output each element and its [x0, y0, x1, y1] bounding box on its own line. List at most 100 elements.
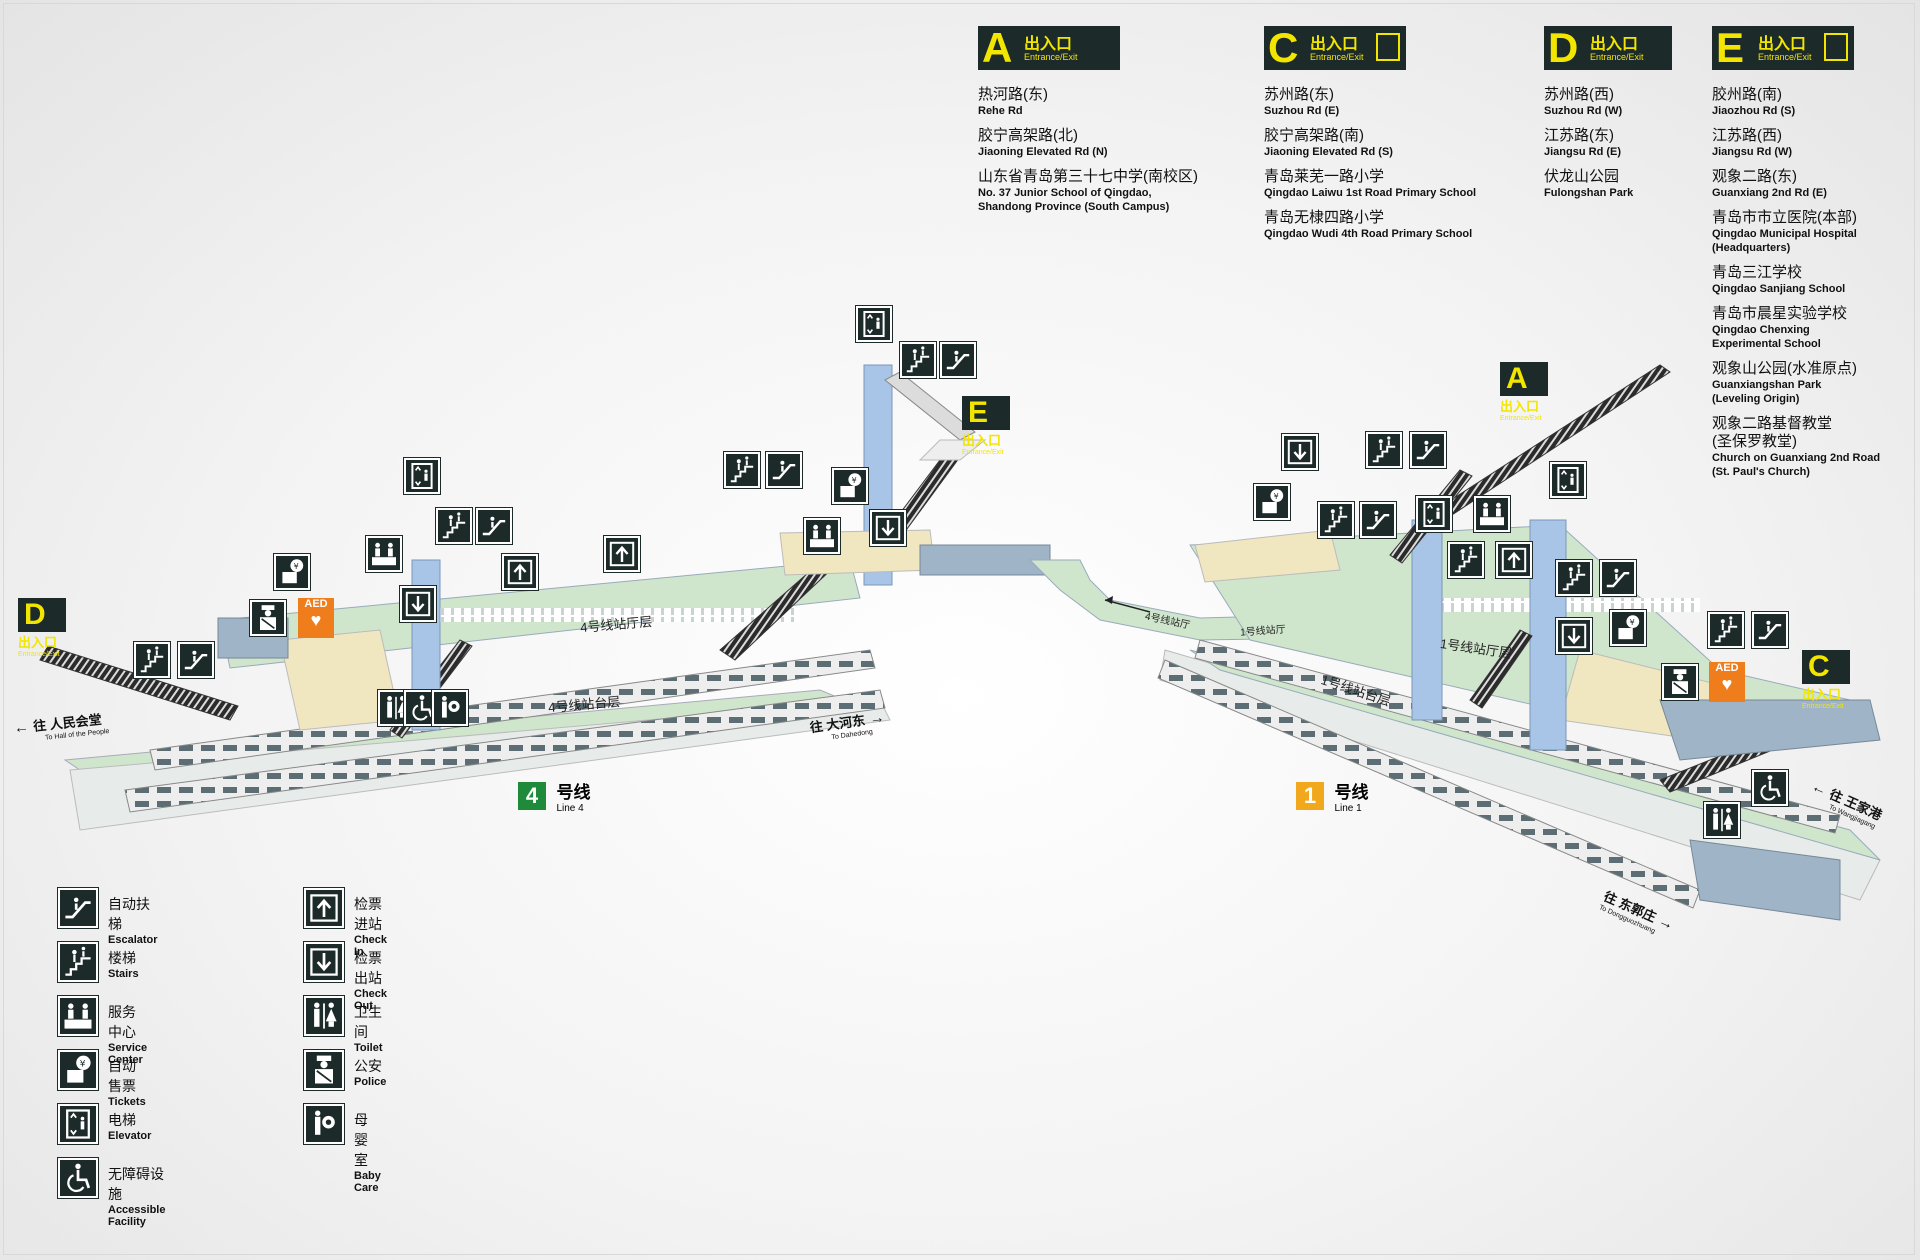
escalator-icon	[1410, 432, 1446, 468]
svg-text:¥: ¥	[80, 1059, 86, 1069]
destination-name-en: Suzhou Rd (W)	[1544, 105, 1623, 117]
line1-name-en: Line 1	[1334, 803, 1362, 814]
destination-name-en: Rehe Rd	[978, 105, 1023, 117]
line1-elevator-shaft-left	[1411, 519, 1443, 721]
aed-marker-line1: AED♥	[1709, 662, 1745, 702]
svg-text:¥: ¥	[852, 476, 857, 485]
legend-label-en: Baby Care	[354, 1170, 381, 1194]
destination-name: 胶宁高架路(南)	[1264, 127, 1364, 144]
exit-label-en: Entrance/Exit	[962, 449, 1004, 456]
e-exit-landing	[918, 439, 987, 461]
line4-d-exit-escalator	[39, 645, 239, 721]
line1-name: 号线	[1334, 783, 1369, 802]
line1-number: 1	[1296, 782, 1324, 810]
stairs-icon	[436, 508, 472, 544]
exit-label: 出入口	[1024, 36, 1073, 53]
elevator-icon	[404, 458, 440, 494]
service-center-icon	[1474, 496, 1510, 532]
stairs-icon	[724, 452, 760, 488]
transfer-to-1-label: 1号线站厅	[1239, 624, 1287, 639]
elevator-icon	[1550, 462, 1586, 498]
exit-label-en: Entrance/Exit	[1500, 415, 1542, 422]
destination-name: 青岛三江学校	[1712, 264, 1803, 281]
exit-letter: C	[1808, 650, 1830, 683]
escalator-icon	[940, 342, 976, 378]
heart-icon: ♥	[310, 610, 322, 630]
tickets-icon: ¥	[832, 468, 868, 504]
destination-item: 胶宁高架路(南)Jiaoning Elevated Rd (S)	[1264, 127, 1524, 159]
line4-train-lower	[124, 689, 886, 813]
check-in-icon	[304, 888, 344, 928]
destination-name: 苏州路(西)	[1544, 86, 1614, 103]
elevator-icon	[856, 306, 892, 342]
tickets-icon: ¥	[1610, 610, 1646, 646]
destination-name-en: Fulongshan Park	[1544, 187, 1634, 199]
legend-label: 电梯	[108, 1112, 136, 1128]
transfer-arrow-left	[1104, 599, 1151, 613]
exit-label: 出入口	[962, 433, 1002, 448]
service-center-icon	[804, 518, 840, 554]
accessible-icon	[1752, 770, 1788, 806]
map-exit-e-tag: E 出入口 Entrance/Exit	[962, 396, 1010, 456]
aed-marker-line4: AED♥	[298, 598, 334, 638]
exit-e-destinations: 胶州路(南)Jiaozhou Rd (S)江苏路(西)Jiangsu Rd (W…	[1712, 86, 1920, 488]
check-in-icon	[502, 554, 538, 590]
exit-label-en: Entrance/Exit	[1310, 52, 1364, 62]
map-frame	[3, 3, 1915, 1255]
stairs-icon	[1318, 502, 1354, 538]
aed-label: AED	[304, 598, 328, 610]
tickets-icon: ¥	[274, 554, 310, 590]
legend-label-en: Elevator	[108, 1130, 152, 1142]
destination-name-en: No. 37 Junior School of Qingdao, Shandon…	[978, 187, 1170, 213]
destination-name: 青岛莱芜一路小学	[1264, 168, 1385, 185]
destination-name-en: Qingdao Sanjiang School	[1712, 283, 1846, 295]
destination-name: 山东省青岛第三十七中学(南校区)	[978, 168, 1198, 185]
tickets-icon: ¥	[58, 1050, 98, 1090]
exit-label: 出入口	[1310, 36, 1359, 53]
check-out-icon	[400, 586, 436, 622]
baby-care-icon	[304, 1104, 344, 1144]
destination-name-en: Jiaoning Elevated Rd (N)	[978, 146, 1108, 158]
escalator-icon	[476, 508, 512, 544]
exit-letter: D	[1548, 24, 1579, 71]
direction-arrow-left-icon: ←	[13, 718, 30, 737]
stairs-icon	[134, 642, 170, 678]
exit-letter: E	[1716, 24, 1745, 71]
exit-label: 出入口	[1500, 399, 1540, 414]
exit-label-en: Entrance/Exit	[1024, 52, 1078, 62]
elevator-icon	[58, 1104, 98, 1144]
svg-text:¥: ¥	[1274, 492, 1279, 501]
police-icon	[1662, 664, 1698, 700]
line1-service-block	[1689, 839, 1841, 921]
legend-label-en: Escalator	[108, 934, 158, 946]
legend-label: 楼梯	[108, 950, 136, 966]
destination-name: 热河路(东)	[978, 86, 1048, 103]
destination-name: 青岛市晨星实验学校	[1712, 305, 1848, 322]
exit-a-destinations: 热河路(东) Rehe Rd 胶宁高架路(北) Jiaoning Elevated R…	[978, 86, 1238, 223]
map-exit-d-tag: D 出入口 Entrance/Exit	[18, 598, 66, 658]
heart-icon: ♥	[1721, 674, 1733, 694]
check-in-icon	[1496, 542, 1532, 578]
exit-label: 出入口	[1758, 36, 1807, 53]
legend-label: 检票进站	[354, 896, 382, 932]
destination-name-en: Church on Guanxiang 2nd Road (St. Paul's…	[1712, 452, 1881, 478]
destination-item: 胶州路(南)Jiaozhou Rd (S)	[1712, 86, 1920, 118]
line4-name: 号线	[556, 783, 591, 802]
service-center-icon	[366, 536, 402, 572]
destination-item: 观象山公园(水准原点)Guanxiangshan Park (Leveling …	[1712, 360, 1920, 406]
destination-name-en: Guanxiang 2nd Rd (E)	[1712, 187, 1827, 199]
destination-item: 青岛市市立医院(本部)Qingdao Municipal Hospital (H…	[1712, 209, 1920, 255]
exit-letter: D	[24, 598, 46, 631]
destination-name-en: Jiaozhou Rd (S)	[1712, 105, 1796, 117]
toilet-icon	[304, 996, 344, 1036]
line1-train-lower	[1157, 659, 1701, 909]
destination-name: 胶宁高架路(北)	[978, 127, 1078, 144]
destination-name-en: Guanxiangshan Park (Leveling Origin)	[1712, 379, 1822, 405]
destination-item: 热河路(东) Rehe Rd	[978, 86, 1238, 118]
exit-label: 出入口	[18, 635, 58, 650]
